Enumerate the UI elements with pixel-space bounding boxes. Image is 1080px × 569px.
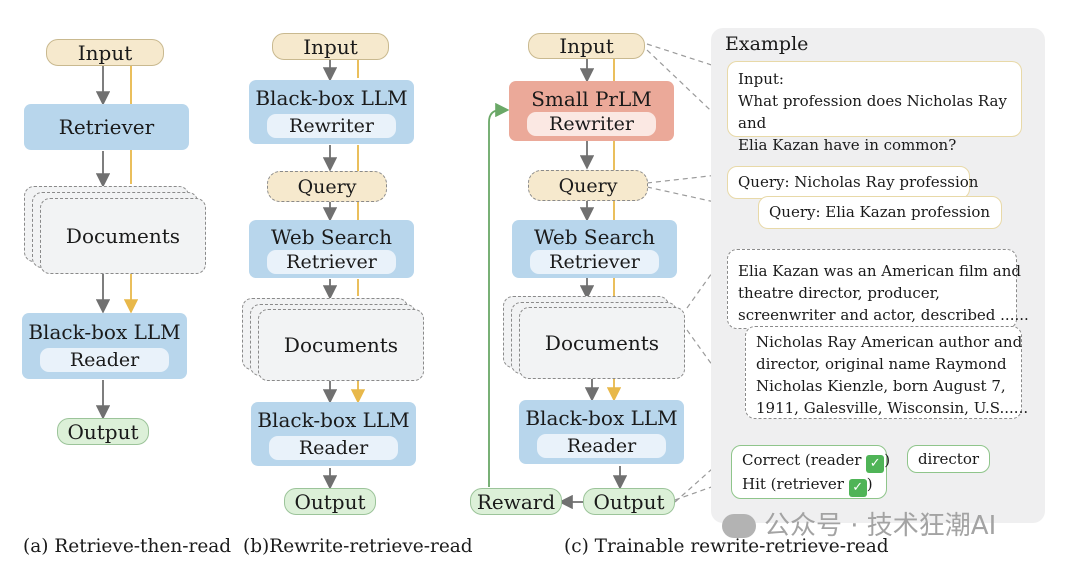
example-correct-label: Correct (reader <box>742 451 862 469</box>
a-input-label: Input <box>77 40 133 65</box>
c-query-label: Query <box>558 174 618 197</box>
c-documents-label: Documents <box>544 331 660 355</box>
c-caption: (c) Trainable rewrite-retrieve-read <box>564 536 889 557</box>
b-reader-node: Black-box LLM Reader <box>251 402 416 466</box>
b-rewriter-sub: Rewriter <box>267 114 396 138</box>
b-caption: (b)Rewrite-retrieve-read <box>243 536 473 557</box>
c-output-node: Output <box>583 488 675 515</box>
c-output-label: Output <box>593 489 665 514</box>
example-doc1-line-2: theatre director, producer, <box>738 284 940 302</box>
example-input-card: Input: What profession does Nicholas Ray… <box>727 61 1022 154</box>
example-hit-label: Hit (retriever <box>742 475 844 493</box>
example-query-card-1: Query: Nicholas Ray profession <box>727 166 978 199</box>
a-caption: (a) Retrieve-then-read <box>23 536 232 557</box>
example-input-line-3: Elia Kazan have in common? <box>738 136 957 154</box>
b-documents-label: Documents <box>283 333 399 357</box>
example-query-card-2: Query: Elia Kazan profession <box>758 196 1002 229</box>
example-correct-close: ) <box>884 451 891 469</box>
flow-c-arrows <box>488 59 628 510</box>
c-rewriter-title: Small PrLM <box>531 86 652 111</box>
a-input-node: Input <box>46 39 164 66</box>
example-answer-card: director <box>907 445 990 473</box>
b-output-node: Output <box>284 488 376 515</box>
example-doc-card-1: Elia Kazan was an American film and thea… <box>727 249 1029 329</box>
example-input-line-2: What profession does Nicholas Ray and <box>738 92 1007 132</box>
c-search-sub: Retriever <box>530 249 659 274</box>
b-rewriter-title: Black-box LLM <box>255 86 408 110</box>
example-correct-row: Correct (reader ✓) <box>742 449 890 473</box>
b-output-label: Output <box>294 489 366 514</box>
a-retriever-node: Retriever <box>24 104 189 150</box>
b-reader-title: Black-box LLM <box>257 408 410 432</box>
a-documents-label: Documents <box>65 224 181 248</box>
example-doc1-line-3: screenwriter and actor, described ...... <box>738 306 1029 324</box>
example-doc1-line-1: Elia Kazan was an American film and <box>738 262 1021 280</box>
c-search-title: Web Search <box>533 224 656 249</box>
a-output-label: Output <box>67 419 139 444</box>
example-answer: director <box>917 450 980 468</box>
c-search-node: Web Search Retriever <box>512 220 677 278</box>
c-reward-label: Reward <box>476 489 556 514</box>
b-input-label: Input <box>303 34 358 59</box>
check-icon: ✓ <box>866 455 885 473</box>
example-doc2-line-2: director, original name Raymond <box>756 355 1007 373</box>
a-retriever-label: Retriever <box>58 115 155 139</box>
b-reader-sub: Reader <box>269 436 398 460</box>
b-search-node: Web Search Retriever <box>249 220 414 278</box>
example-hit-row: Hit (retriever ✓) <box>742 473 876 497</box>
check-icon: ✓ <box>848 479 867 497</box>
example-title: Example <box>725 33 809 55</box>
c-reader-sub: Reader <box>537 434 666 458</box>
flow-b-arrows <box>322 60 366 490</box>
watermark-text: 公众号 · 技术狂潮AI <box>764 511 997 541</box>
example-query-2: Query: Elia Kazan profession <box>769 203 991 221</box>
b-query-node: Query <box>267 171 387 202</box>
example-query-1: Query: Nicholas Ray profession <box>738 173 979 191</box>
c-documents-node: Documents <box>519 307 685 379</box>
example-input-line-1: Input: <box>738 70 784 88</box>
wechat-logo-icon <box>722 514 756 538</box>
b-search-title: Web Search <box>270 224 393 249</box>
c-input-node: Input <box>528 33 645 59</box>
c-rewriter-node: Small PrLM Rewriter <box>509 81 674 141</box>
example-doc-card-2: Nicholas Ray American author and directo… <box>745 326 1029 419</box>
example-doc2-line-1: Nicholas Ray American author and <box>756 333 1023 351</box>
b-search-sub: Retriever <box>267 249 396 274</box>
a-reader-title: Black-box LLM <box>28 320 181 344</box>
a-documents-node: Documents <box>40 198 206 274</box>
example-doc2-line-4: 1911, Galesville, Wisconsin, U.S...... <box>756 399 1029 417</box>
a-reader-sub: Reader <box>40 348 169 372</box>
c-input-label: Input <box>559 34 614 58</box>
b-rewriter-node: Black-box LLM Rewriter <box>249 80 414 144</box>
example-doc2-line-3: Nicholas Kienzle, born August 7, <box>756 377 1006 395</box>
c-reader-title: Black-box LLM <box>525 406 678 430</box>
example-hit-close: ) <box>866 475 873 493</box>
b-input-node: Input <box>272 33 389 60</box>
b-documents-node: Documents <box>258 309 424 381</box>
c-query-node: Query <box>528 170 648 201</box>
b-query-label: Query <box>297 175 357 198</box>
c-reward-node: Reward <box>470 488 562 515</box>
watermark: 公众号 · 技术狂潮AI <box>722 505 996 542</box>
example-metrics-card: Correct (reader ✓) Hit (retriever ✓) <box>731 445 890 499</box>
a-reader-node: Black-box LLM Reader <box>22 313 187 379</box>
c-rewriter-sub: Rewriter <box>527 111 656 136</box>
a-output-node: Output <box>57 418 149 445</box>
c-reader-node: Black-box LLM Reader <box>519 400 684 464</box>
